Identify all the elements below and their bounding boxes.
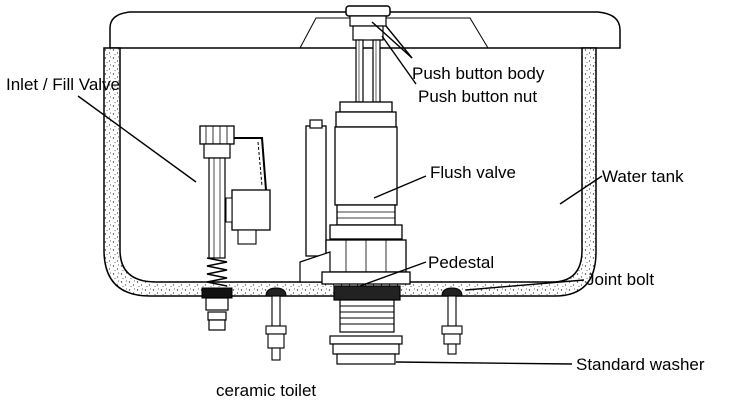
standard-washer [329, 335, 403, 365]
leader-pedestal [359, 261, 427, 287]
leader-joint-bolt [465, 279, 585, 291]
leader-push-button-body-a [371, 21, 413, 59]
tank-wall [103, 47, 597, 297]
leader-push-button-body-b [385, 25, 413, 59]
leader-standard-washer [395, 361, 573, 365]
label-push-button-body: Push button body [412, 64, 545, 83]
label-pedestal: Pedestal [428, 253, 494, 272]
leader-inlet-fill-valve [77, 95, 197, 183]
label-ceramic-toilet: ceramic toilet [216, 381, 316, 400]
leader-push-button-nut [381, 35, 417, 85]
flush-outlet-thread [333, 285, 401, 333]
label-joint-bolt: Joint bolt [586, 270, 654, 289]
label-flush-valve: Flush valve [430, 163, 516, 182]
joint-bolt-right [441, 287, 463, 355]
label-water-tank: Water tank [602, 167, 684, 186]
fill-valve [199, 125, 271, 331]
push-button-assembly [345, 5, 391, 103]
joint-bolt-left [265, 287, 287, 361]
label-inlet-fill-valve: Inlet / Fill Valve [6, 75, 120, 94]
leader-water-tank [559, 175, 603, 205]
flush-valve [305, 101, 403, 257]
leader-flush-valve [373, 175, 427, 199]
label-standard-washer: Standard washer [576, 355, 705, 374]
leader-lines [77, 21, 603, 365]
label-push-button-nut: Push button nut [418, 87, 537, 106]
